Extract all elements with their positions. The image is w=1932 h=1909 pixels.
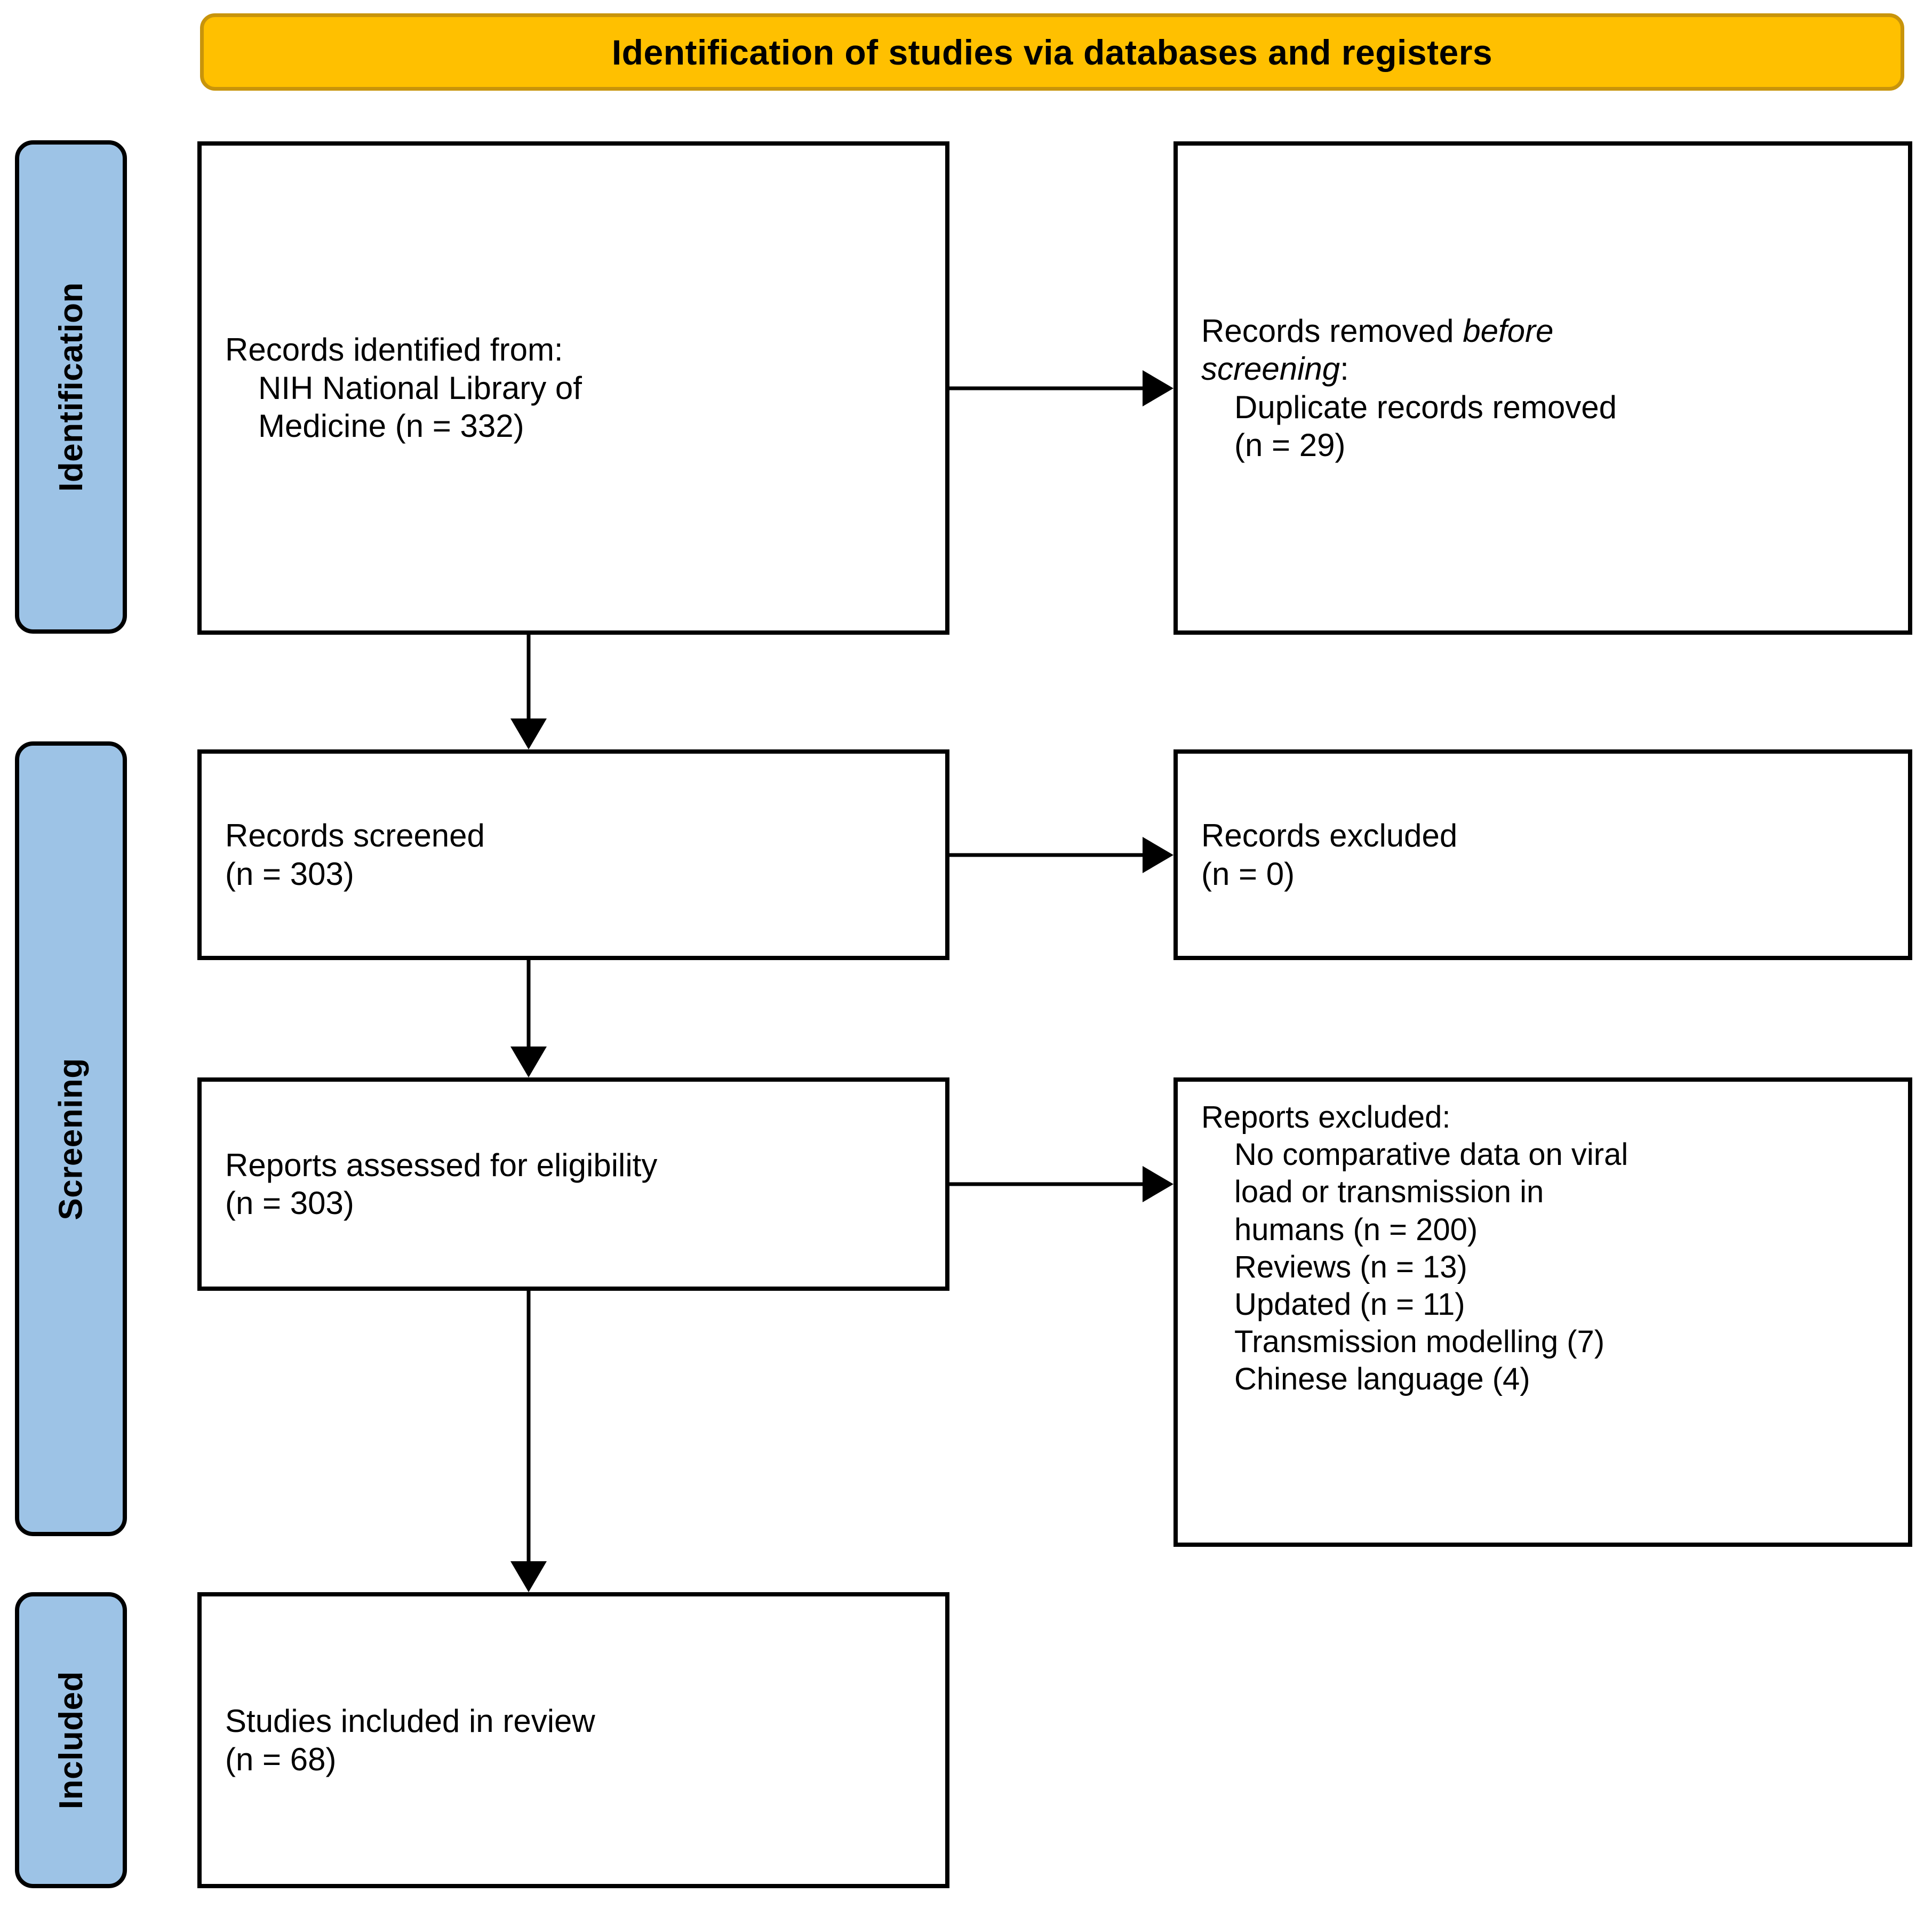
stage-tab-identification: Identification (15, 140, 127, 634)
arrow-stem (526, 960, 531, 1047)
reports-excluded-reason-5: Updated (n = 11) (1234, 1287, 1465, 1322)
diagram-header-banner: Identification of studies via databases … (200, 13, 1904, 91)
box-records-excluded: Records excluded (n = 0) (1173, 749, 1912, 960)
reports-excluded-reason-2: load or transmission in (1234, 1175, 1544, 1210)
reports-excluded-reason-3: humans (n = 200) (1234, 1212, 1478, 1247)
records-removed-prefix: Records removed (1201, 313, 1463, 349)
arrow-head-right-icon (1143, 370, 1173, 406)
stage-tab-screening: Screening (15, 741, 127, 1536)
records-removed-line-3: Duplicate records removed (1234, 389, 1617, 425)
arrow-stem (526, 635, 531, 718)
reports-excluded-reason-6: Transmission modelling (7) (1234, 1324, 1605, 1360)
arrow-right-identified-to-removed (949, 370, 1173, 407)
records-excluded-line-1: Records excluded (1201, 818, 1458, 854)
reports-assessed-line-2: (n = 303) (225, 1185, 354, 1221)
records-identified-line-3: Medicine (n = 332) (258, 408, 524, 444)
records-removed-line-4: (n = 29) (1234, 427, 1346, 463)
arrow-down-identified-to-screened (510, 635, 547, 749)
records-removed-colon: : (1340, 351, 1349, 387)
stage-tab-included: Included (15, 1592, 127, 1888)
arrow-right-assessed-to-reports-excluded (949, 1165, 1173, 1203)
records-removed-emphasis-before: before (1463, 313, 1554, 349)
arrow-stem (949, 1182, 1143, 1186)
records-excluded-line-2: (n = 0) (1201, 856, 1295, 892)
records-removed-line-1: Records removed before (1201, 312, 1885, 350)
reports-excluded-reason-7: Chinese language (4) (1234, 1362, 1530, 1397)
reports-assessed-line-1: Reports assessed for eligibility (225, 1147, 658, 1183)
arrow-down-assessed-to-included (510, 1291, 547, 1592)
records-identified-line-2: NIH National Library of (258, 370, 582, 406)
arrow-head-down-icon (510, 1561, 547, 1592)
stage-tab-included-label: Included (52, 1671, 90, 1809)
box-records-removed-before-screening: Records removed before screening: Duplic… (1173, 141, 1912, 635)
records-identified-line-1: Records identified from: (225, 332, 563, 368)
records-removed-line-2: screening: (1201, 350, 1885, 388)
reports-excluded-reason-1: No comparative data on viral (1234, 1137, 1628, 1172)
arrow-head-right-icon (1143, 1166, 1173, 1202)
page-title: Identification of studies via databases … (611, 32, 1493, 72)
box-studies-included: Studies included in review (n = 68) (197, 1592, 949, 1888)
box-records-identified: Records identified from: NIH National Li… (197, 141, 949, 635)
stage-tab-screening-label: Screening (52, 1057, 90, 1220)
arrow-stem (526, 1291, 531, 1561)
studies-included-line-2: (n = 68) (225, 1741, 337, 1777)
box-records-screened: Records screened (n = 303) (197, 749, 949, 960)
box-reports-assessed: Reports assessed for eligibility (n = 30… (197, 1077, 949, 1291)
stage-tab-identification-label: Identification (52, 282, 90, 492)
arrow-head-right-icon (1143, 837, 1173, 873)
arrow-head-down-icon (510, 1047, 547, 1077)
arrow-right-screened-to-records-excluded (949, 836, 1173, 874)
arrow-stem (949, 386, 1143, 390)
arrow-stem (949, 853, 1143, 857)
studies-included-line-1: Studies included in review (225, 1703, 595, 1739)
records-screened-line-2: (n = 303) (225, 856, 354, 892)
arrow-head-down-icon (510, 718, 547, 749)
records-removed-emphasis-screening: screening (1201, 351, 1340, 387)
box-reports-excluded: Reports excluded: No comparative data on… (1173, 1077, 1912, 1547)
reports-excluded-heading: Reports excluded: (1201, 1100, 1451, 1135)
reports-excluded-reason-4: Reviews (n = 13) (1234, 1249, 1467, 1284)
arrow-down-screened-to-assessed (510, 960, 547, 1077)
records-screened-line-1: Records screened (225, 818, 485, 854)
